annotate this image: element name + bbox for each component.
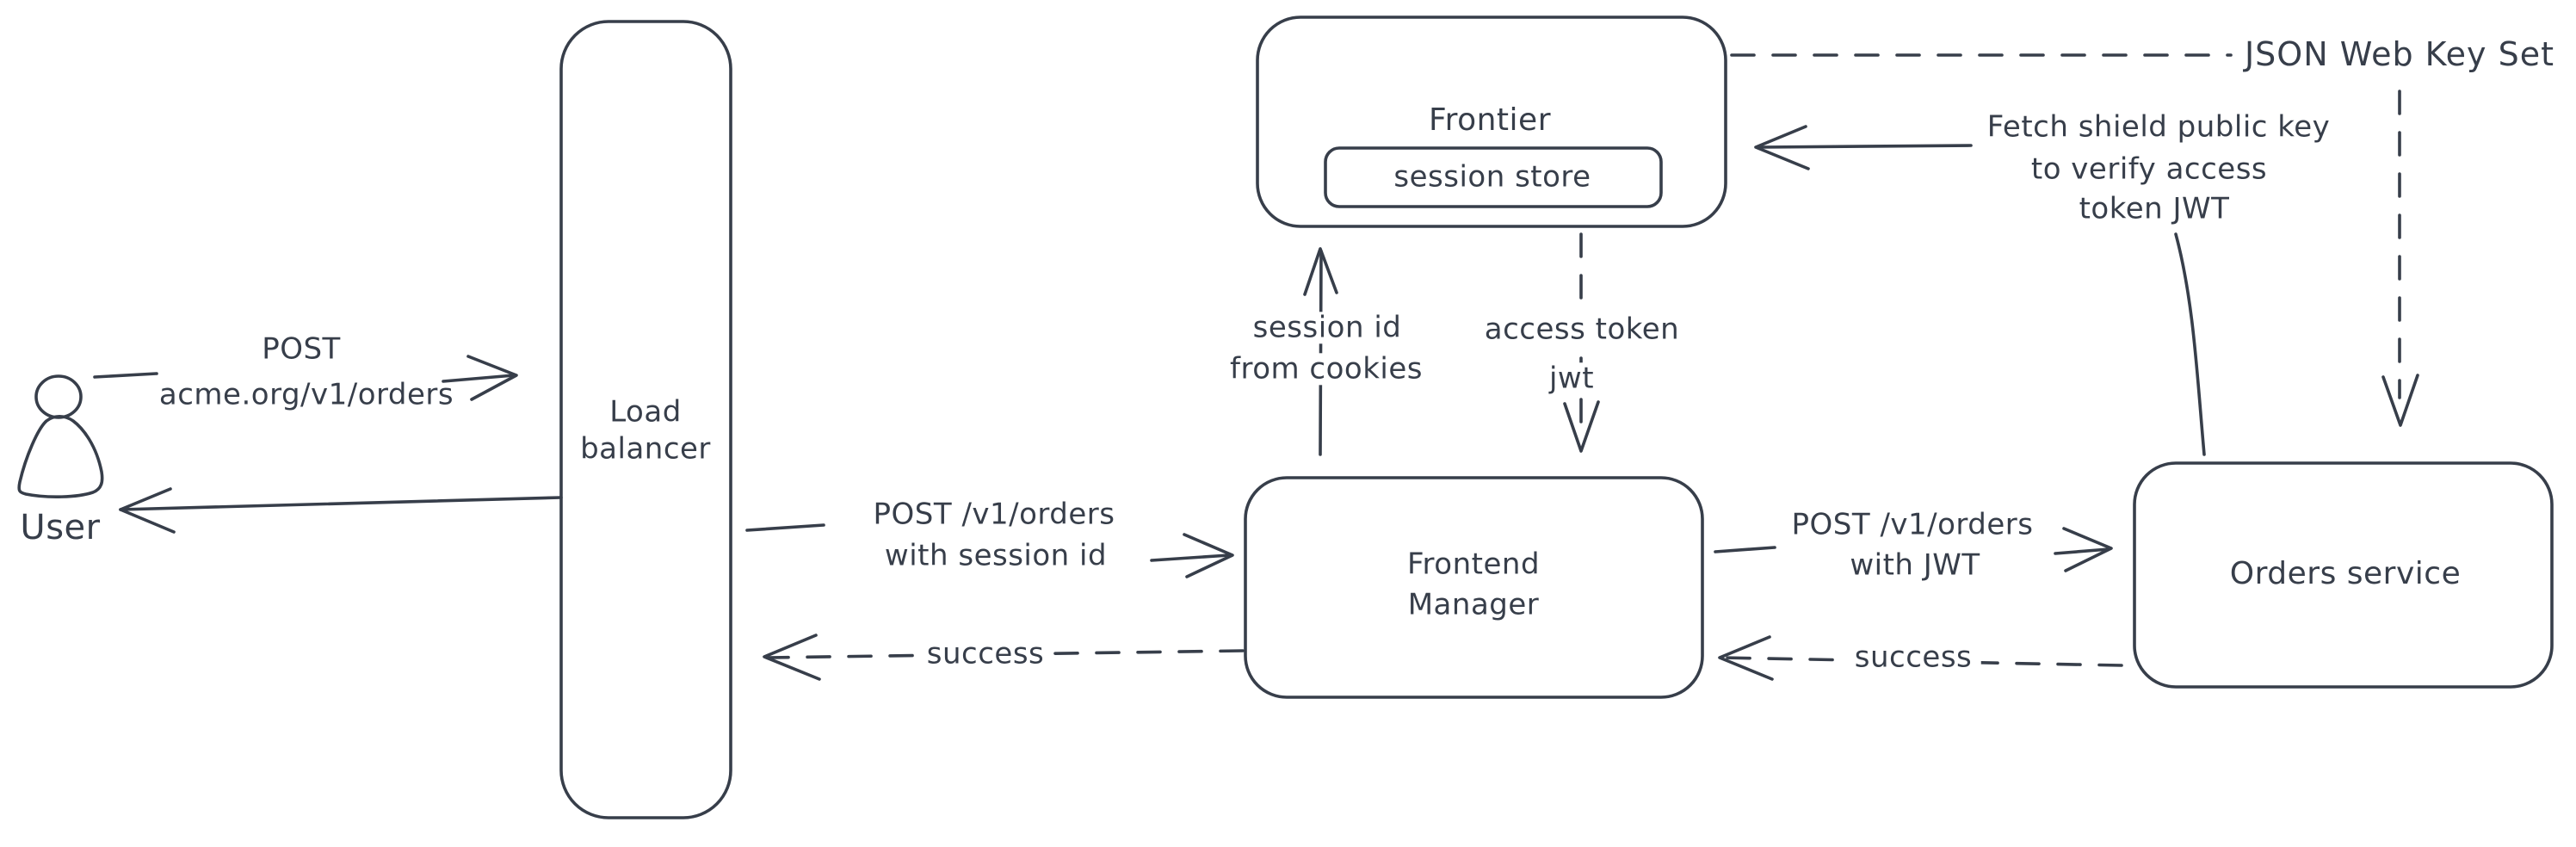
- orders-to-frontier-arrow: [1754, 125, 2206, 456]
- fm-to-lb-success-arrow: [763, 634, 1245, 681]
- fm-to-frontier-label-line2: from cookies: [1221, 352, 1431, 386]
- user-icon: [34, 374, 83, 419]
- user-to-lb-label-line2: acme.org/v1/orders: [158, 377, 454, 412]
- fm-to-frontier-label-line1: session id: [1244, 311, 1411, 344]
- load-balancer-label-line2: balancer: [580, 431, 711, 467]
- orders-to-fm-success-label: success: [1845, 640, 1981, 674]
- user-body-icon: [17, 414, 104, 498]
- orders-to-frontier-label-line2: to verify access: [2030, 151, 2268, 187]
- lb-to-user-arrow: [119, 487, 563, 534]
- load-balancer-box: [559, 20, 732, 819]
- fm-to-frontier-arrow: [1303, 247, 1338, 456]
- frontend-manager-label-line2: Manager: [1407, 587, 1540, 622]
- frontier-label: Frontier: [1428, 102, 1552, 139]
- session-store-box: [1324, 146, 1663, 208]
- frontier-to-fm-label-line2: jwt: [1540, 362, 1603, 395]
- fm-to-orders-label-line1: POST /v1/orders: [1791, 507, 2034, 542]
- fm-to-orders-arrow: [1714, 527, 2113, 572]
- jwks-to-orders-arrow: [2381, 90, 2419, 427]
- orders-service-box: [2133, 461, 2554, 689]
- user-to-lb-arrow: [93, 355, 518, 401]
- session-store-label: session store: [1393, 159, 1591, 195]
- orders-service-label: Orders service: [2229, 556, 2462, 592]
- fm-to-lb-success-label: success: [917, 637, 1053, 671]
- frontend-manager-box: [1244, 476, 1704, 699]
- user-to-lb-label-line1: POST: [262, 331, 341, 367]
- frontier-to-fm-label-line1: access token: [1475, 312, 1689, 346]
- orders-to-frontier-label-line3: token JWT: [2079, 191, 2230, 226]
- load-balancer-label-line1: Load: [609, 394, 682, 430]
- frontend-manager-label-line1: Frontend: [1406, 547, 1541, 582]
- jwks-label: JSON Web Key Set: [2244, 35, 2555, 74]
- lb-to-fm-arrow: [745, 523, 1234, 578]
- user-label: User: [20, 508, 101, 547]
- orders-to-frontier-label-line1: Fetch shield public key: [1986, 109, 2331, 145]
- fm-to-orders-label-line2: with JWT: [1850, 547, 1980, 583]
- orders-to-fm-success-arrow: [1718, 635, 2123, 681]
- lb-to-fm-label-line1: POST /v1/orders: [873, 497, 1115, 532]
- lb-to-fm-label-line2: with session id: [884, 538, 1108, 573]
